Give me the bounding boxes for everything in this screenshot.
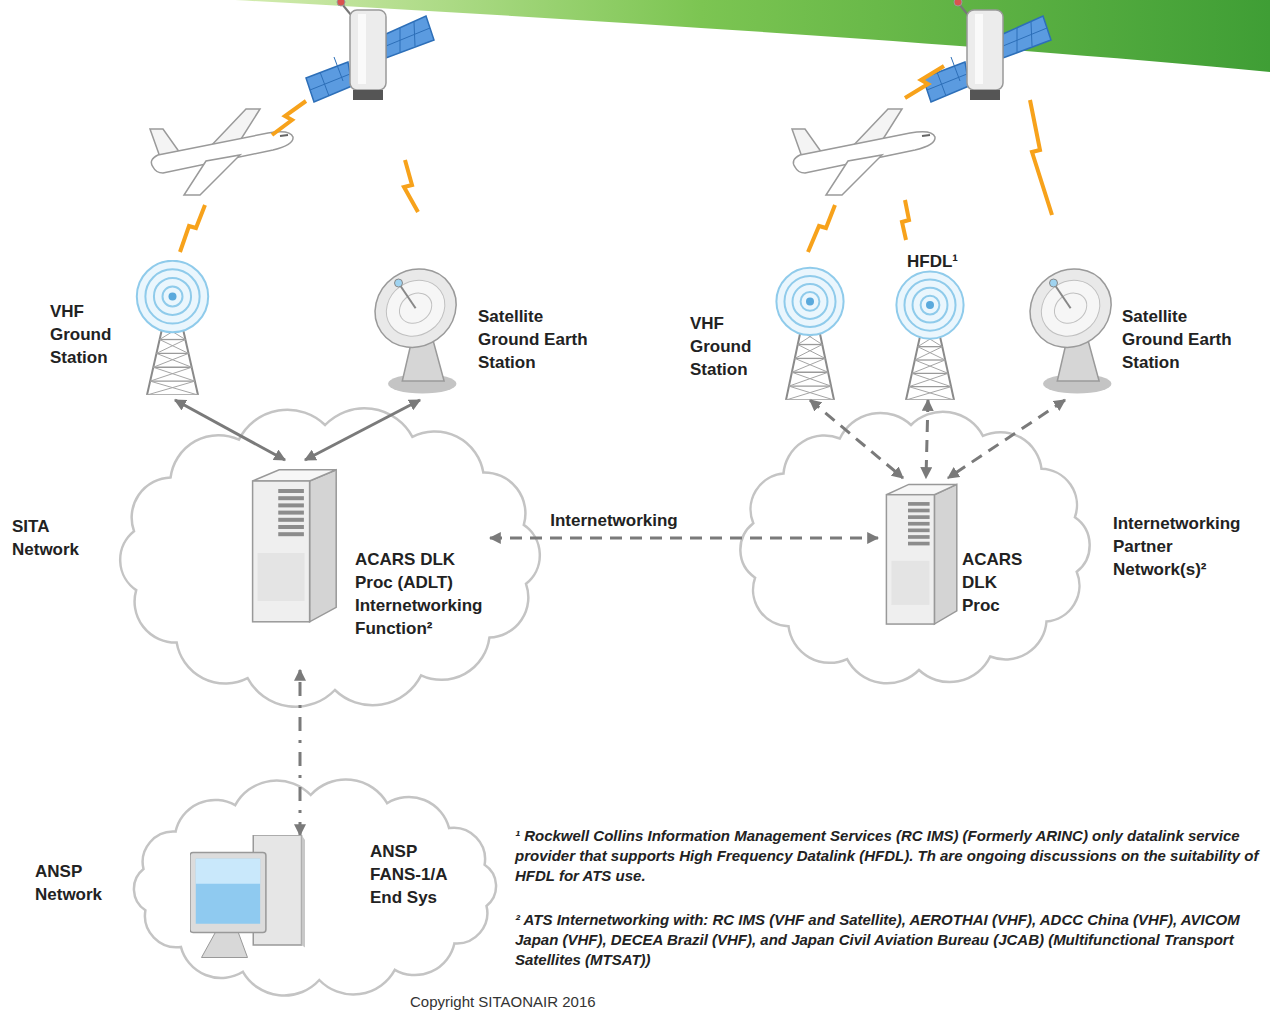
server-node: ACARS DLK Proc (878, 478, 1038, 628)
network-cloud: ANSP NetworkANSP FANS-1/A End Sys (110, 765, 520, 1010)
pc-icon (190, 835, 305, 960)
footnote: ¹ Rockwell Collins Information Managemen… (515, 826, 1267, 886)
airplane (150, 109, 293, 195)
connector (490, 537, 878, 540)
connector (299, 670, 302, 835)
dish-icon (370, 255, 465, 395)
tower-icon (130, 260, 215, 395)
network-cloud: SITA NetworkACARS DLK Proc (ADLT) Intern… (100, 395, 560, 720)
ground-station: VHF Ground Station (685, 260, 855, 400)
footnote: ² ATS Internetworking with: RC IMS (VHF … (515, 910, 1267, 970)
ground-station: Satellite Ground Earth Station (1020, 255, 1265, 400)
node-label: SITA Network (12, 515, 102, 561)
tower-icon (770, 265, 850, 400)
node-label: ANSP Network (35, 860, 107, 906)
ground-station: VHF Ground Station (45, 255, 220, 400)
satellite (306, 0, 434, 102)
radio-link (180, 66, 1052, 252)
node-label: ACARS DLK Proc (962, 548, 1028, 617)
tower-icon (890, 270, 970, 400)
dish-icon (1025, 255, 1120, 395)
ground-station: HFDL¹ (885, 250, 977, 400)
ground-station: Satellite Ground Earth Station (365, 255, 615, 400)
node-label: VHF Ground Station (50, 300, 130, 369)
node-label: ANSP FANS-1/A End Sys (370, 840, 450, 909)
airplane (792, 109, 935, 195)
copyright-note: Copyright SITAONAIR 2016 (410, 992, 710, 1012)
satellite (923, 0, 1051, 102)
node-label: Satellite Ground Earth Station (1122, 305, 1252, 374)
node-label: Satellite Ground Earth Station (478, 305, 608, 374)
node-label: ACARS DLK Proc (ADLT) Internetworking Fu… (355, 548, 485, 640)
server-icon (880, 480, 960, 627)
network-cloud: Internetworking Partner Network(s)²ACARS… (720, 395, 1110, 700)
server-icon (245, 465, 340, 625)
cloud-outline (110, 765, 520, 1010)
edge-label: Internetworking (546, 510, 682, 531)
node-label: HFDL¹ (907, 250, 973, 273)
node-label: VHF Ground Station (690, 312, 770, 381)
end-system: ANSP FANS-1/A End Sys (190, 835, 455, 965)
node-label: Internetworking Partner Network(s)² (1113, 512, 1263, 581)
server-node: ACARS DLK Proc (ADLT) Internetworking Fu… (240, 460, 490, 670)
